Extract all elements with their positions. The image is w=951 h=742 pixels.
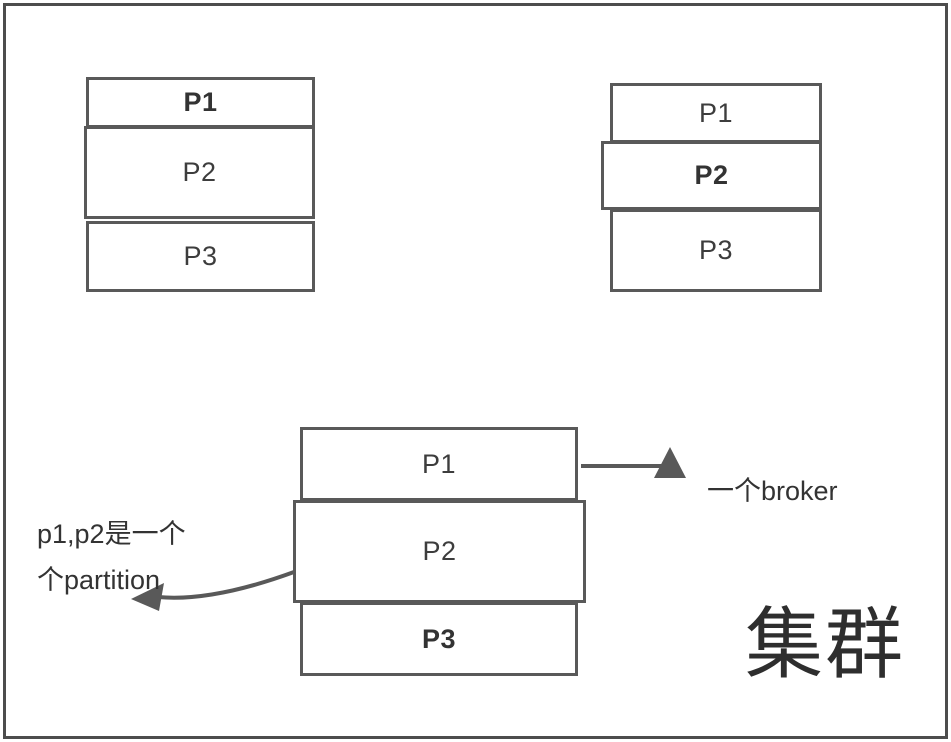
partition-box-topright-p3: P3 xyxy=(610,209,822,292)
cluster-annotation: 集群 xyxy=(745,600,906,688)
diagram-outer-frame xyxy=(3,3,948,739)
partition-box-topleft-p2: P2 xyxy=(84,126,315,219)
partition-box-bottom-p2: P2 xyxy=(293,500,586,603)
partition-box-bottom-p1: P1 xyxy=(300,427,578,501)
broker-annotation: 一个broker xyxy=(707,476,838,506)
partition-box-topleft-p3: P3 xyxy=(86,221,315,292)
partition-annotation-line1: p1,p2是一个 xyxy=(37,519,186,549)
partition-box-bottom-p3: P3 xyxy=(300,602,578,676)
partition-annotation-line2: 个partition xyxy=(37,565,161,595)
partition-box-topleft-p1: P1 xyxy=(86,77,315,128)
partition-annotation: p1,p2是一个 个partition xyxy=(37,511,186,603)
partition-box-topright-p1: P1 xyxy=(610,83,822,143)
partition-box-topright-p2: P2 xyxy=(601,141,822,210)
